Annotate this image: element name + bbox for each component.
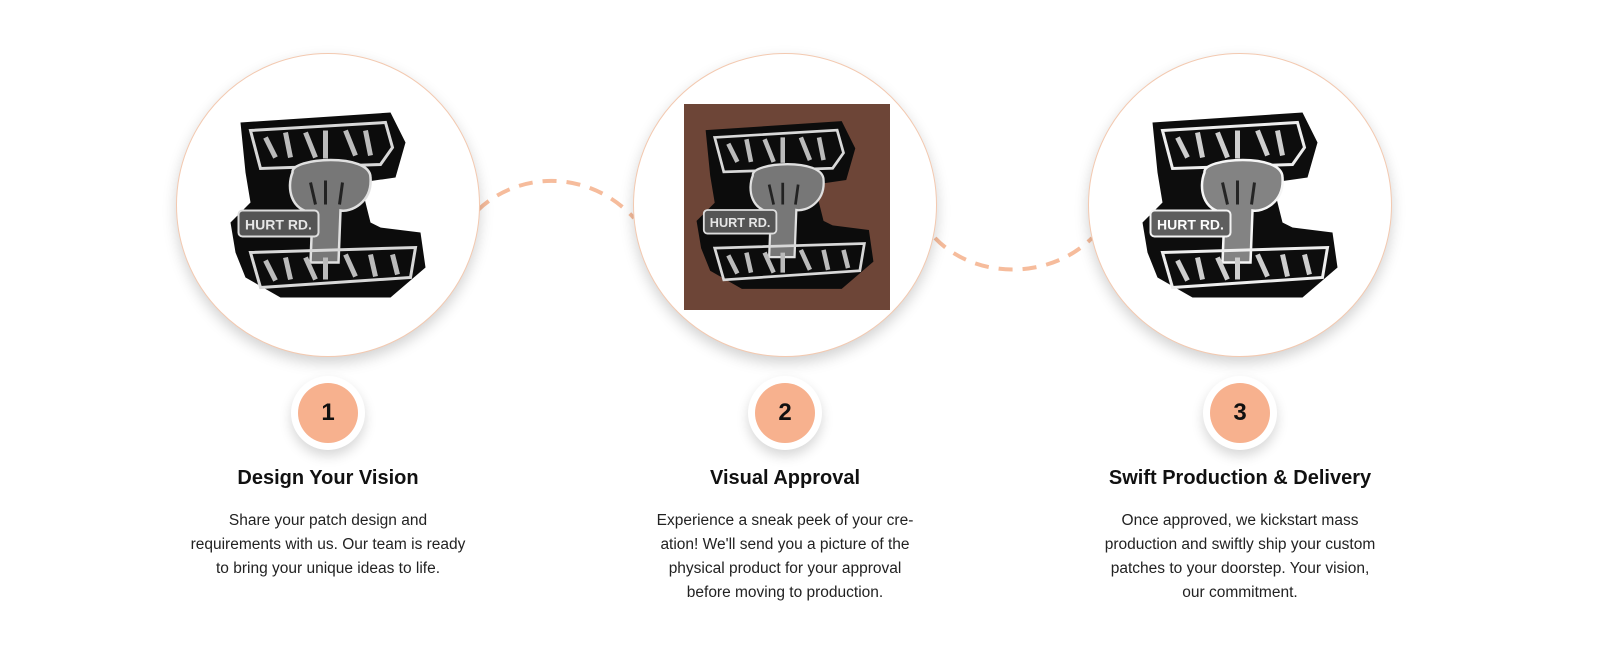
description-line: production and swiftly ship your custom [1104,536,1376,553]
step-image-circle [1088,53,1392,357]
step-image-circle [176,53,480,357]
description-line: to bring your unique ideas to life. [215,560,441,577]
description-line: patches to your doorstep. Your vision, [1110,560,1370,577]
step-description: Experience a sneak peek of your cre- ati… [575,509,995,605]
step-number-badge: 1 [291,376,365,450]
step-title: Visual Approval [709,467,861,489]
step-image-circle [633,53,937,357]
description-line: requirements with us. Our team is ready [190,536,466,553]
patch-finished-product-image [1133,103,1348,308]
description-line: our commitment. [1182,584,1298,601]
connector-arc-2-3 [933,236,1094,272]
description-line: before moving to production. [686,584,884,601]
step-number-badge: 3 [1203,376,1277,450]
step-title: Swift Production & Delivery [1108,467,1372,489]
description-line: physical product for your approval [668,560,902,577]
step-number: 3 [1210,383,1270,443]
step-number: 2 [755,383,815,443]
patch-digital-mockup-image [688,110,883,300]
step-description: Once approved, we kickstart mass product… [1030,509,1450,605]
description-line: Share your patch design and [228,512,428,529]
step-description: Share your patch design and requirements… [118,509,538,581]
description-line: Experience a sneak peek of your cre- [656,512,914,529]
step-number: 1 [298,383,358,443]
patch-design-sketch-image [221,103,436,308]
description-line: Once approved, we kickstart mass [1121,512,1359,529]
step-number-badge: 2 [748,376,822,450]
connector-arc-1-2 [476,179,636,220]
step-title: Design Your Vision [237,467,419,489]
description-line: ation! We'll send you a picture of the [660,536,910,553]
